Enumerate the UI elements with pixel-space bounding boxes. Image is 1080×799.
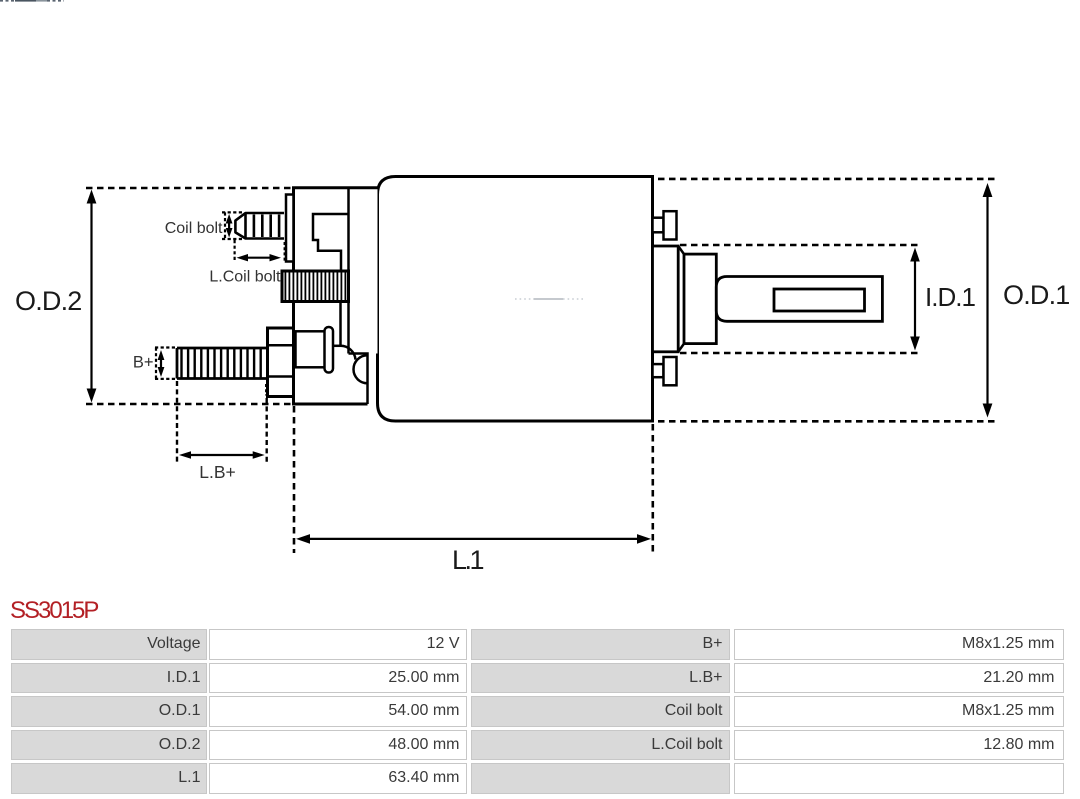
svg-text:I.D.1: I.D.1 (925, 282, 975, 312)
svg-text:Coil bolt: Coil bolt (165, 220, 223, 237)
svg-text:L.B+: L.B+ (199, 462, 236, 482)
svg-text:L.Coil bolt: L.Coil bolt (209, 269, 281, 286)
svg-text:O.D.1: O.D.1 (1003, 280, 1070, 310)
svg-text:O.D.2: O.D.2 (15, 286, 82, 316)
svg-text:L.1: L.1 (452, 545, 484, 575)
svg-text:B+: B+ (133, 354, 154, 372)
